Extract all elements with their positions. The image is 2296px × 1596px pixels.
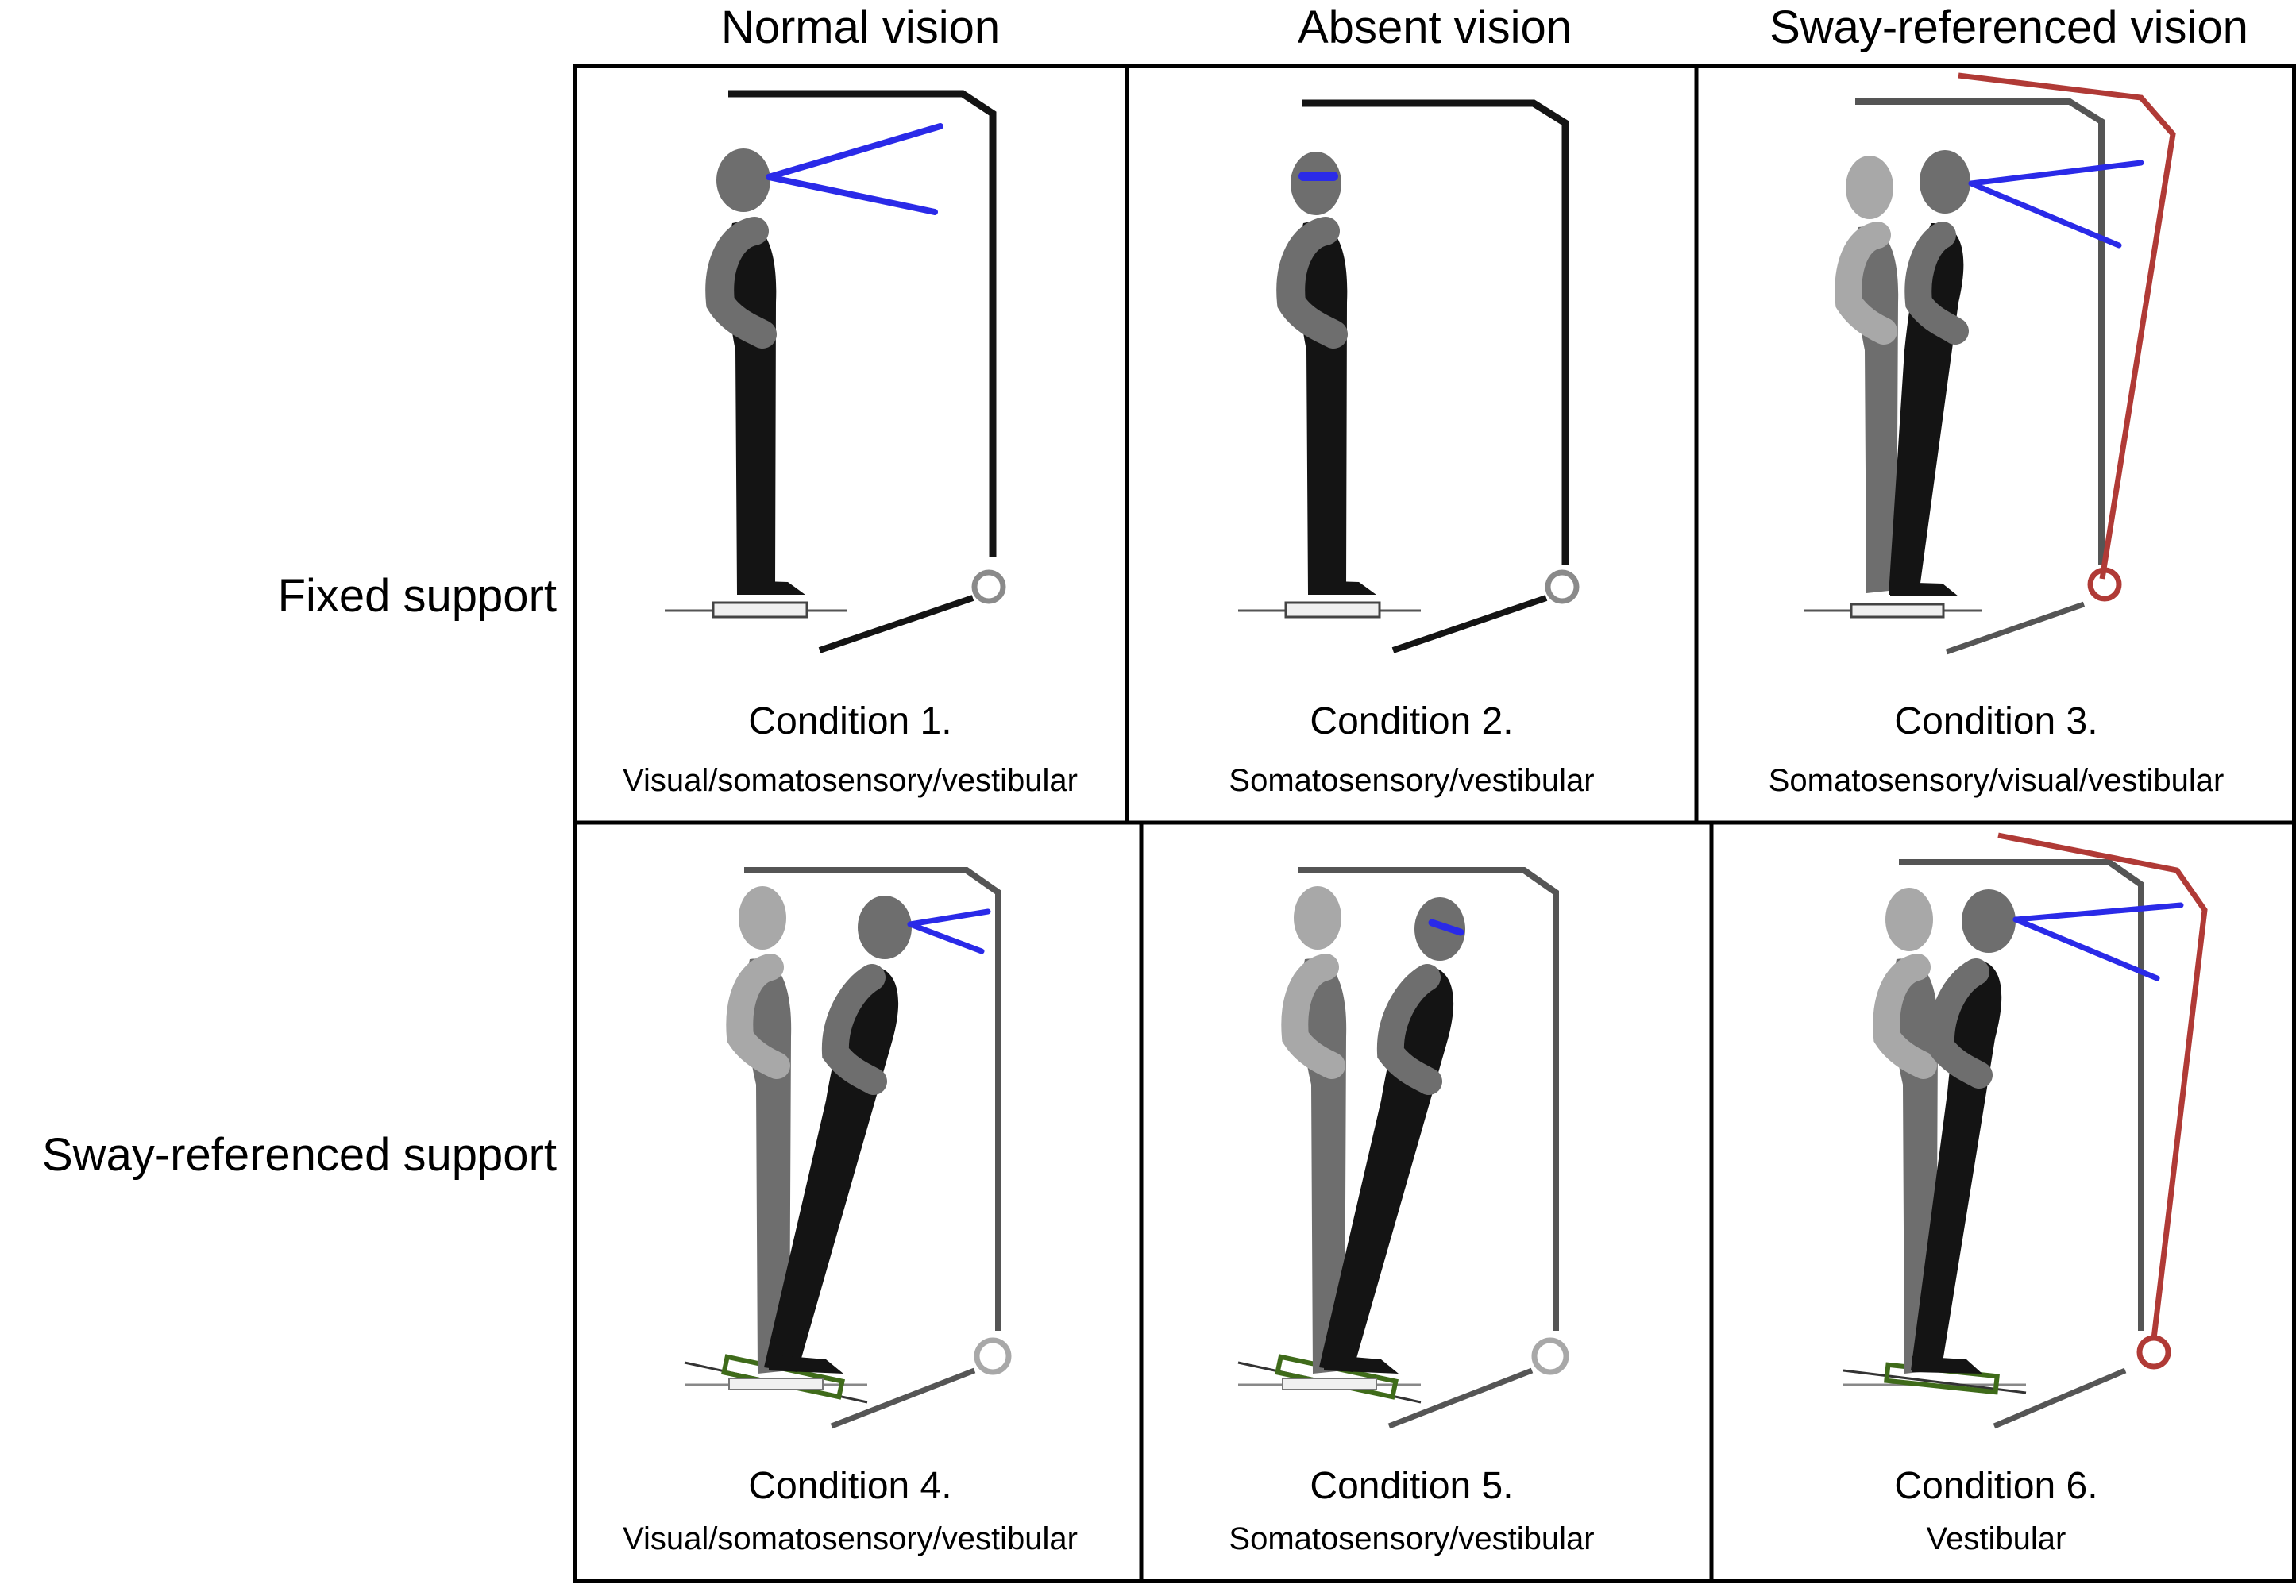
sway-referenced-visual-surround [1997,832,2208,1370]
support-platform [1804,603,1982,619]
condition-1-panel: Condition 1. Visual/somatosensory/vestib… [573,64,1127,823]
condition-4-panel: Condition 4. Visual/somatosensory/vestib… [573,823,1127,1583]
vision-lines [766,123,943,215]
condition-1-senses: Visual/somatosensory/vestibular [623,763,1078,798]
swaying-person [1889,150,1970,596]
condition-6-senses: Vestibular [1926,1521,2066,1556]
column-header-absent-vision: Absent vision [1298,2,1572,53]
condition-2-title: Condition 2. [1310,700,1514,742]
condition-5-title: Condition 5. [1310,1465,1514,1507]
condition-2-panel: Condition 2. Somatosensory/vestibular [1127,64,1696,823]
condition-3-senses: Somatosensory/visual/vestibular [1768,763,2225,798]
vision-lines [1968,160,2144,249]
condition-5-panel: Condition 5. Somatosensory/vestibular [1127,823,1696,1583]
column-header-sway-referenced-vision: Sway-referenced vision [1769,2,2248,53]
condition-3-panel: Condition 3. Somatosensory/visual/vestib… [1696,64,2296,823]
condition-3-title: Condition 3. [1894,700,2098,742]
condition-5-senses: Somatosensory/vestibular [1229,1521,1595,1556]
standing-person [1276,152,1376,595]
condition-4-title: Condition 4. [748,1465,952,1507]
row-header-fixed-support: Fixed support [277,570,557,622]
condition-4-senses: Visual/somatosensory/vestibular [623,1521,1078,1556]
standing-person [705,148,805,595]
condition-2-senses: Somatosensory/vestibular [1229,763,1595,798]
support-platform [665,601,847,619]
condition-6-title: Condition 6. [1894,1465,2098,1507]
sway-referenced-visual-surround [1958,72,2176,602]
support-platform [1238,601,1421,619]
condition-6-panel: Condition 6. Vestibular [1696,823,2296,1583]
conditions-grid: Condition 1. Visual/somatosensory/vestib… [573,64,2296,1583]
row-header-sway-referenced-support: Sway-referenced support [42,1129,557,1181]
column-header-normal-vision: Normal vision [720,2,1001,53]
vision-lines [907,908,991,954]
upright-ghost-person [1835,156,1899,593]
condition-1-title: Condition 1. [748,700,952,742]
vision-lines [2012,902,2184,981]
